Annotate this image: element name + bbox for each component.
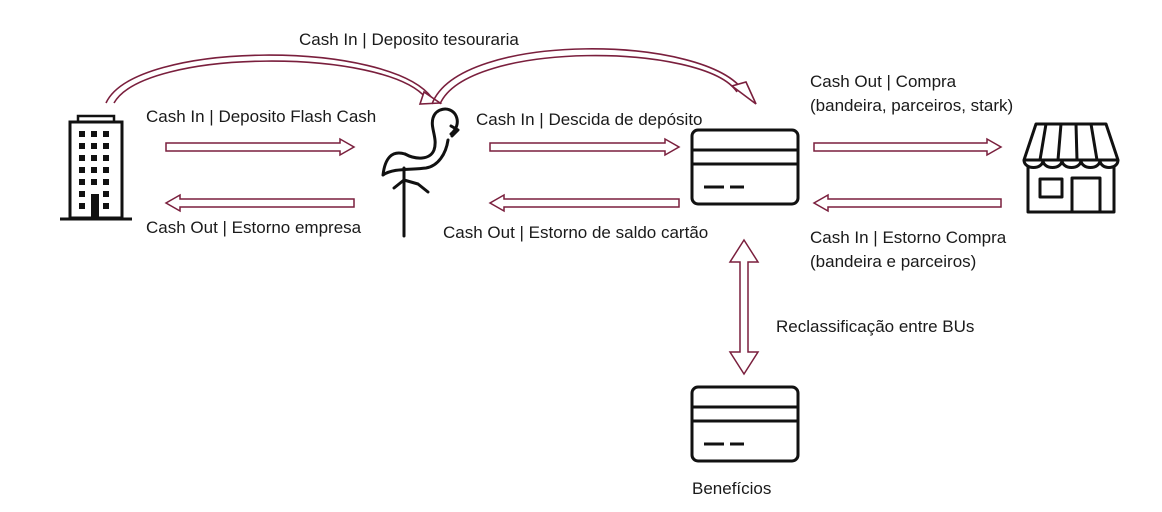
- label-estorno-saldo-cartao: Cash Out | Estorno de saldo cartão: [443, 223, 709, 242]
- office-building-icon: [60, 114, 132, 221]
- arrow-hub-to-company: [164, 193, 355, 213]
- flamingo-icon: [381, 107, 460, 238]
- arrow-company-to-hub: [165, 137, 356, 157]
- arrow-card-to-store: [813, 137, 1003, 157]
- arrow-hub-to-card: [489, 137, 681, 157]
- label-estorno-compra-line2: (bandeira e parceiros): [810, 252, 977, 271]
- label-reclassificacao: Reclassificação entre BUs: [776, 317, 975, 336]
- label-deposito-tesouraria: Cash In | Deposito tesouraria: [299, 30, 519, 49]
- credit-card-icon: [690, 385, 800, 463]
- label-beneficios: Benefícios: [692, 479, 772, 498]
- storefront-icon: [1022, 122, 1120, 214]
- credit-card-icon: [690, 128, 800, 206]
- label-compra-line2: (bandeira, parceiros, stark): [810, 96, 1014, 115]
- arrow-card-to-hub: [488, 193, 680, 213]
- label-descida-deposito: Cash In | Descida de depósito: [476, 110, 703, 129]
- label-deposito-flash-cash: Cash In | Deposito Flash Cash: [146, 107, 377, 126]
- arrow-hub-to-card-curved: [431, 48, 757, 105]
- label-estorno-compra-line1: Cash In | Estorno Compra: [810, 228, 1007, 247]
- label-compra-line1: Cash Out | Compra: [810, 72, 957, 91]
- label-estorno-empresa: Cash Out | Estorno empresa: [146, 218, 362, 237]
- arrow-card-benefits-bidirectional: [728, 238, 760, 376]
- arrow-store-to-card: [812, 193, 1002, 213]
- arrow-company-to-card-curved: [105, 54, 443, 105]
